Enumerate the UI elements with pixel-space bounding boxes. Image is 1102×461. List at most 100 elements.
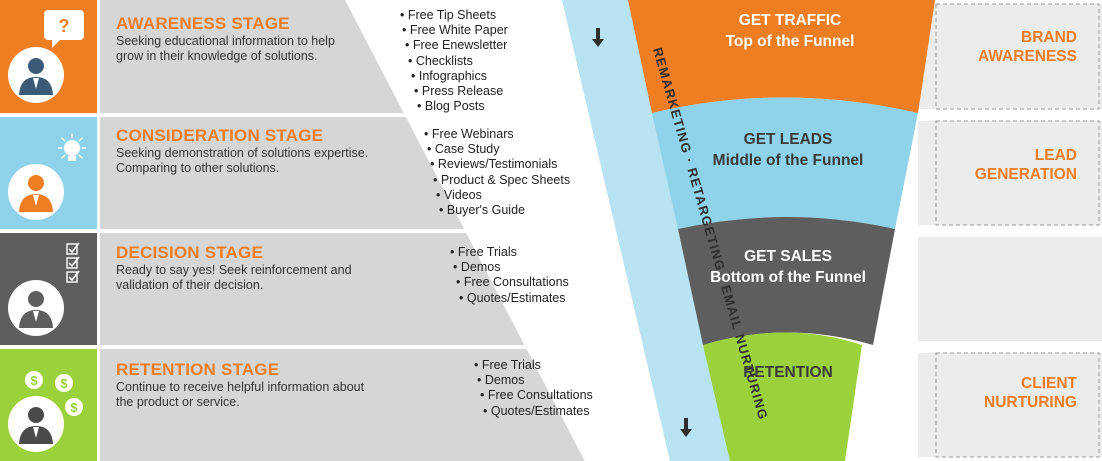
funnel-top-segment [628, 0, 935, 113]
retention-stage-band [100, 349, 585, 461]
outcome-line: CLIENT [1021, 375, 1077, 392]
decision-stage-block: DECISION STAGE Ready to say yes! Seek re… [116, 243, 416, 293]
avatar-collar [33, 78, 39, 89]
bulb-ray [78, 154, 83, 159]
list-item: Free White Paper [400, 23, 508, 38]
list-item: Reviews/Testimonials [424, 157, 570, 172]
list-item: Videos [424, 188, 570, 203]
coin [25, 371, 43, 389]
funnel-retention-segment [703, 332, 862, 461]
lightbulb-icon [58, 134, 86, 161]
awareness-stage-band [100, 0, 404, 113]
avatar-collar [33, 195, 39, 206]
checkmark [68, 242, 80, 254]
awareness-outcome-panel [918, 4, 1102, 109]
list-item: Press Release [400, 84, 508, 99]
person-avatar-icon [8, 47, 64, 103]
retention-stage-block: RETENTION STAGE Continue to receive help… [116, 360, 416, 410]
list-item: Free Trials [474, 358, 593, 373]
checkmark [68, 270, 80, 282]
checklist-icon [66, 242, 80, 283]
outcome-client-nurturing: CLIENT NURTURING [927, 374, 1077, 412]
outcome-brand-awareness: BRAND AWARENESS [927, 28, 1077, 66]
list-item: Infographics [400, 69, 508, 84]
checkbox [66, 257, 78, 269]
funnel-bottom-segment [678, 217, 895, 345]
list-item: Case Study [424, 142, 570, 157]
consideration-desc-line-2: Comparing to other solutions. [116, 161, 280, 175]
person-avatar-icon [8, 280, 64, 336]
outcome-line: GENERATION [974, 166, 1077, 183]
funnel-top-label: GET TRAFFIC Top of the Funnel [690, 12, 890, 51]
avatar-head [28, 291, 44, 307]
decision-desc-line-2: validation of their decision. [116, 278, 264, 292]
bubble-body [44, 10, 84, 40]
list-item: Quotes/Estimates [450, 291, 569, 306]
decision-outcome-panel [918, 237, 1102, 341]
bubble-tail [52, 40, 60, 48]
outcome-line: BRAND [1021, 29, 1077, 46]
consideration-stage-block: CONSIDERATION STAGE Seeking demonstratio… [116, 126, 416, 176]
arrow-shaft [684, 418, 688, 430]
funnel-bottom-subtitle: Bottom of the Funnel [710, 269, 866, 286]
bulb-glass [64, 140, 80, 156]
avatar-collar [33, 311, 39, 322]
consideration-stage-description: Seeking demonstration of solutions exper… [116, 146, 416, 176]
list-item: Quotes/Estimates [474, 404, 593, 419]
awareness-content-list: Free Tip Sheets Free White Paper Free En… [400, 8, 508, 114]
remarketing-strip [562, 0, 735, 461]
retention-stage-title: RETENTION STAGE [116, 360, 280, 379]
awareness-stage-title: AWARENESS STAGE [116, 14, 290, 33]
consideration-outcome-panel [918, 121, 1102, 225]
dollar-glyph: $ [70, 400, 78, 415]
consideration-stage-title: CONSIDERATION STAGE [116, 126, 324, 145]
dollar-glyph: $ [30, 373, 38, 388]
retention-outcome-panel [918, 353, 1102, 457]
checkbox [66, 271, 78, 283]
bulb-ray [61, 154, 66, 159]
list-item: Demos [450, 260, 569, 275]
arrow-shaft [596, 28, 600, 40]
list-item: Free Consultations [450, 275, 569, 290]
funnel-middle-label: GET LEADS Middle of the Funnel [688, 131, 888, 170]
arrow-down-icon [592, 28, 604, 47]
avatar-head [28, 407, 44, 423]
question-mark-glyph: ? [59, 16, 70, 36]
awareness-stage-block: AWARENESS STAGE Seeking educational info… [116, 14, 416, 64]
list-item: Free Webinars [424, 127, 570, 142]
funnel-middle-subtitle: Middle of the Funnel [712, 152, 864, 169]
arrow-head [680, 429, 692, 437]
coin [65, 398, 83, 416]
outcome-line: NURTURING [984, 394, 1077, 411]
avatar-head [28, 58, 44, 74]
retention-desc-line-1: Continue to receive helpful information … [116, 380, 365, 394]
consideration-stage-band [100, 117, 465, 229]
awareness-stage-description: Seeking educational information to help … [116, 34, 416, 64]
retention-desc-line-2: the product or service. [116, 395, 240, 409]
outcome-lead-generation: LEAD GENERATION [927, 146, 1077, 184]
funnel-middle-segment [652, 97, 918, 229]
list-item: Buyer's Guide [424, 203, 570, 218]
checkbox [66, 243, 78, 255]
bulb-ray [61, 137, 66, 142]
question-bubble-icon: ? [44, 10, 84, 48]
list-item: Demos [474, 373, 593, 388]
funnel-retention-title: RETENTION [743, 364, 833, 381]
outcome-line: LEAD [1034, 147, 1077, 164]
funnel-bottom-title: GET SALES [744, 248, 832, 265]
funnel-top-subtitle: Top of the Funnel [725, 33, 855, 50]
arrow-head [592, 39, 604, 47]
bulb-base [68, 156, 76, 161]
list-item: Free Enewsletter [400, 38, 508, 53]
retention-content-list: Free Trials Demos Free Consultations Quo… [474, 358, 593, 419]
retention-stage-description: Continue to receive helpful information … [116, 380, 416, 410]
list-item: Product & Spec Sheets [424, 173, 570, 188]
person-avatar-icon [8, 164, 64, 220]
checkmark [68, 256, 80, 268]
list-item: Free Tip Sheets [400, 8, 508, 23]
dollar-coins-icon: $$$ [25, 371, 83, 416]
decision-stage-title: DECISION STAGE [116, 243, 264, 262]
decision-content-list: Free Trials Demos Free Consultations Quo… [450, 245, 569, 306]
